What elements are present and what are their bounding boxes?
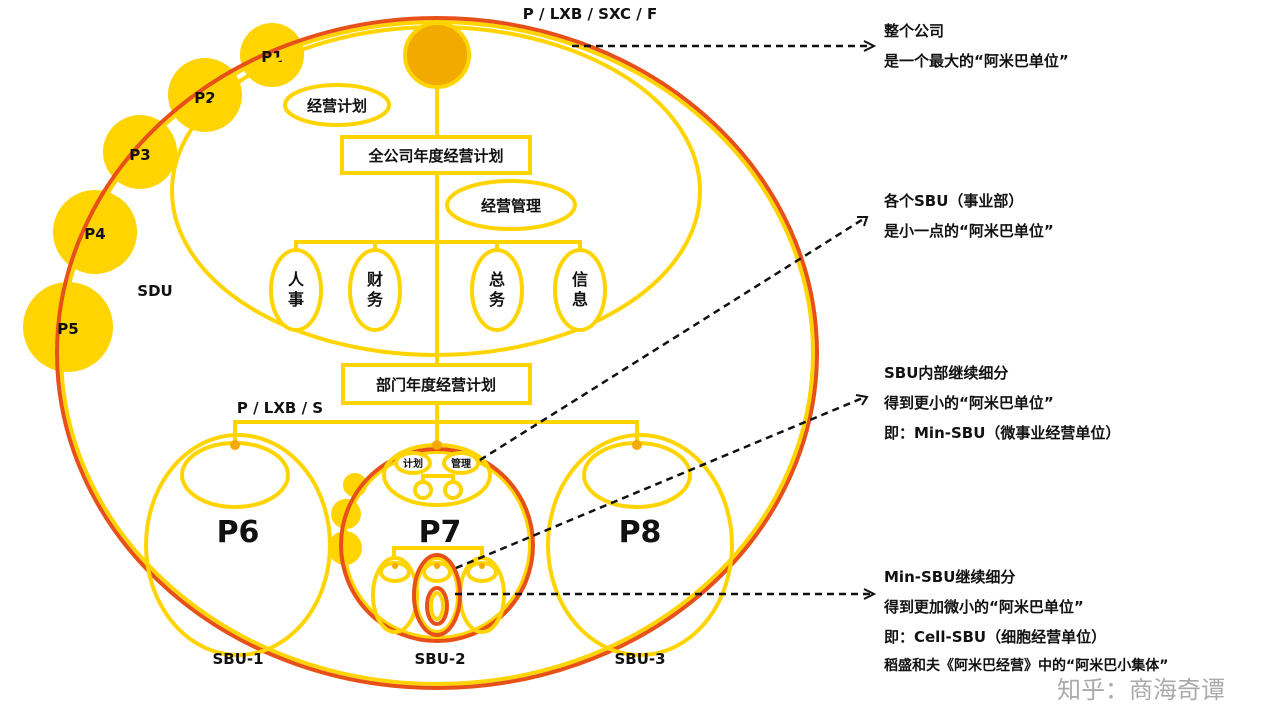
annotation-min-sbu: SBU内部继续细分 得到更小的“阿米巴单位” 即：Min-SBU（微事业经营单位… xyxy=(883,364,1120,442)
annual-plan-label: 全公司年度经营计划 xyxy=(367,147,503,165)
function-departments: 人 事 财 务 总 务 信 息 xyxy=(269,248,607,332)
dept-label: P / LXB / S xyxy=(237,399,323,417)
annotation-line: Min-SBU继续细分 xyxy=(884,568,1015,586)
dept-char: 务 xyxy=(489,290,506,309)
dept-char: 务 xyxy=(367,290,384,309)
dept-char: 总 xyxy=(489,270,505,289)
sbu-3: P8 SBU-3 xyxy=(546,433,734,668)
bubble-label: P3 xyxy=(129,146,150,164)
mgmt-bubble-label: 经营管理 xyxy=(481,197,541,215)
sbu-name: P7 xyxy=(419,515,462,550)
bubble-label: P4 xyxy=(84,225,105,243)
annotation-company: 整个公司 是一个最大的“阿米巴单位” xyxy=(883,22,1069,70)
sbu-1: P6 SBU-1 xyxy=(144,433,332,668)
sbu-label: SBU-1 xyxy=(212,650,263,668)
dept-char: 财 xyxy=(366,270,383,289)
annotation-line: 是一个最大的“阿米巴单位” xyxy=(883,52,1069,70)
top-label: P / LXB / SXC / F xyxy=(523,5,657,23)
annotation-line: 是小一点的“阿米巴单位” xyxy=(883,222,1054,240)
bubble-label: P5 xyxy=(57,320,78,338)
dept-char: 信 xyxy=(572,270,588,289)
annotation-sbu: 各个SBU（事业部） 是小一点的“阿米巴单位” xyxy=(883,192,1054,240)
annotation-line: 得到更加微小的“阿米巴单位” xyxy=(883,598,1084,616)
dept-info xyxy=(553,248,607,332)
dept-general xyxy=(470,248,524,332)
bubble-p5 xyxy=(23,282,113,372)
annotation-line: SBU内部继续细分 xyxy=(884,364,1008,382)
p7-mgmt-label: 管理 xyxy=(451,457,471,470)
dept-char: 事 xyxy=(288,290,304,309)
annotation-line: 整个公司 xyxy=(884,22,944,40)
annotation-line: 得到更小的“阿米巴单位” xyxy=(883,394,1054,412)
annotation-line: 即：Min-SBU（微事业经营单位） xyxy=(884,424,1120,442)
mgmt-bubble xyxy=(445,179,577,231)
dept-hr xyxy=(269,248,323,332)
sbu-2: 计划 管理 P7 SBU-2 xyxy=(339,440,535,668)
annotation-cell-sbu: Min-SBU继续细分 得到更加微小的“阿米巴单位” 即：Cell-SBU（细胞… xyxy=(883,568,1168,674)
dept-char: 息 xyxy=(572,290,588,309)
p7-plan-label: 计划 xyxy=(403,457,423,470)
annual-plan-box xyxy=(340,135,532,175)
dept-plan-label: 部门年度经营计划 xyxy=(376,376,496,394)
company-circle-outline xyxy=(55,16,819,690)
plan-bubble xyxy=(283,83,391,127)
dept-char: 人 xyxy=(288,270,305,289)
sbu-label: SBU-3 xyxy=(614,650,665,668)
plan-bubble-label: 经营计划 xyxy=(307,97,367,115)
bubble-label: P2 xyxy=(194,89,215,107)
annotation-line: 各个SBU（事业部） xyxy=(883,192,1023,210)
sdu-label: SDU xyxy=(137,282,172,300)
sbu-name: P6 xyxy=(217,515,260,550)
annotation-arrows xyxy=(455,40,877,600)
annotation-line: 稻盛和夫《阿米巴经营》中的“阿米巴小集体” xyxy=(884,657,1168,674)
dept-plan-box xyxy=(341,363,532,405)
top-core xyxy=(403,21,471,89)
watermark: 知乎：商海奇谭 xyxy=(1057,676,1225,704)
sbu-name: P8 xyxy=(619,515,662,550)
annotation-line: 即：Cell-SBU（细胞经营单位） xyxy=(884,628,1106,646)
dept-finance xyxy=(348,248,402,332)
sbu-label: SBU-2 xyxy=(414,650,465,668)
